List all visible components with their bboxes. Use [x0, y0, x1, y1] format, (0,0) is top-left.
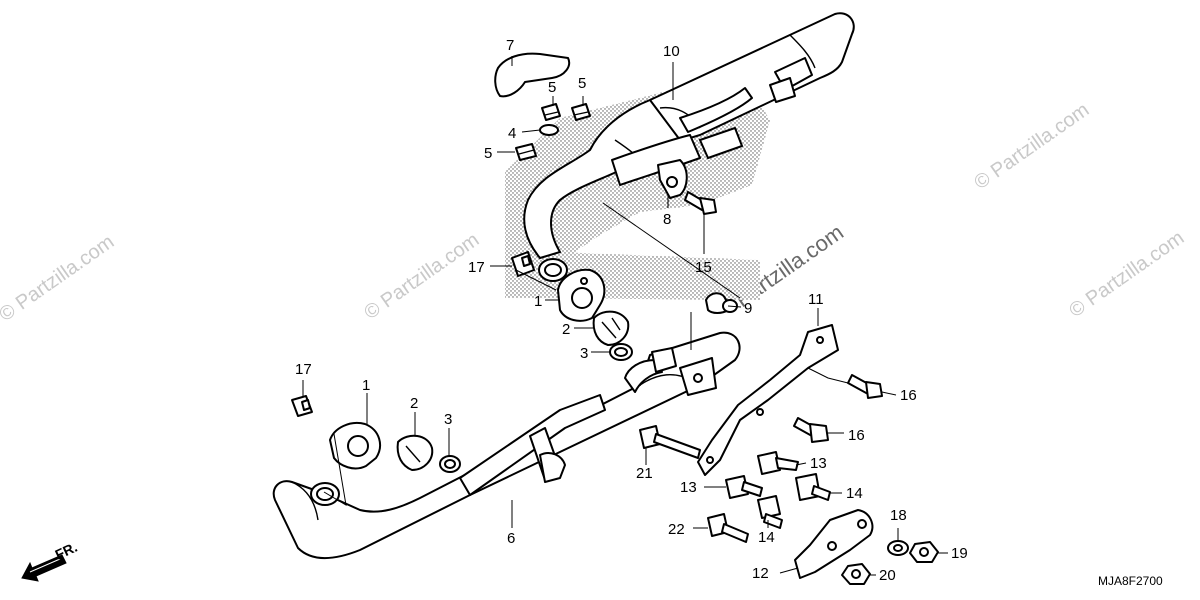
callout-13-b: 13: [680, 479, 697, 496]
bolt-part-15: [684, 191, 717, 215]
callout-2-lower: 2: [410, 395, 418, 412]
callout-8: 8: [663, 211, 671, 228]
watermark-left: © Partzilla.com: [0, 231, 118, 326]
clamp-part-8: [657, 159, 688, 199]
heat-cover-part-7: [494, 52, 571, 98]
callout-6: 6: [507, 530, 515, 547]
collar-part-4: [539, 124, 559, 136]
stud-part-17-upper: [511, 251, 535, 277]
callout-17-lower: 17: [295, 361, 312, 378]
bolt-part-16-b: [793, 417, 829, 443]
stud-part-17-lower: [291, 395, 313, 417]
stay-part-11: [697, 324, 839, 476]
callout-19: 19: [951, 545, 968, 562]
gasket-part-3-upper: [609, 343, 633, 361]
callout-1-upper: 1: [534, 293, 542, 310]
callout-2-upper: 2: [562, 321, 570, 338]
bolt-part-21: [639, 425, 701, 459]
callout-1-lower: 1: [362, 377, 370, 394]
callout-18: 18: [890, 507, 907, 524]
callout-20: 20: [879, 567, 896, 584]
collet-part-2-lower: [396, 434, 434, 471]
front-arrow-icon: [21, 554, 67, 582]
flange-part-1-upper: [557, 268, 606, 322]
callout-10: 10: [663, 43, 680, 60]
nut-part-20: [841, 563, 871, 585]
collar-part-14-a: [795, 473, 831, 501]
callout-14-b: 14: [758, 529, 775, 546]
callout-15: 15: [695, 259, 712, 276]
callout-9: 9: [744, 300, 752, 317]
callout-14-a: 14: [846, 485, 863, 502]
washer-part-18: [887, 540, 909, 556]
callout-12: 12: [752, 565, 769, 582]
rubber-part-5-c: [515, 143, 537, 161]
callout-3-lower: 3: [444, 411, 452, 428]
collet-part-2-upper: [592, 310, 630, 346]
callout-7: 7: [506, 37, 514, 54]
stay-part-12: [794, 509, 874, 579]
callout-5-c: 5: [484, 145, 492, 162]
callout-16-b: 16: [848, 427, 865, 444]
upper-muffler-part-10: [523, 12, 855, 282]
collar-part-13-b: [725, 475, 763, 499]
callout-5-b: 5: [578, 75, 586, 92]
callout-5-a: 5: [548, 79, 556, 96]
collar-part-14-b: [757, 495, 783, 529]
callout-17-upper: 17: [468, 259, 485, 276]
collar-part-13-a: [757, 451, 799, 475]
leader-lines: [302, 56, 948, 576]
callout-22: 22: [668, 521, 685, 538]
watermark-mid-right: © Partzilla.com: [970, 99, 1093, 194]
bolt-part-22: [707, 513, 749, 543]
flange-part-1-lower: [329, 422, 381, 470]
bolt-part-16-a: [847, 374, 883, 399]
nut-part-19: [909, 541, 939, 563]
watermark-right: © Partzilla.com: [1065, 227, 1188, 322]
diagram-code: MJA8F2700: [1098, 574, 1163, 588]
lower-muffler-part-6: [272, 331, 741, 560]
rubber-part-5-b: [571, 103, 591, 121]
callout-11: 11: [808, 291, 824, 308]
callout-21: 21: [636, 465, 653, 482]
gasket-part-3-lower: [439, 455, 461, 473]
callout-4: 4: [508, 125, 516, 142]
watermark-mid-left: © Partzilla.com: [360, 229, 483, 324]
callout-13-a: 13: [810, 455, 827, 472]
callout-16-a: 16: [900, 387, 917, 404]
callout-3-upper: 3: [580, 345, 588, 362]
front-label: FR.: [53, 539, 80, 563]
rubber-part-5-a: [541, 103, 561, 121]
